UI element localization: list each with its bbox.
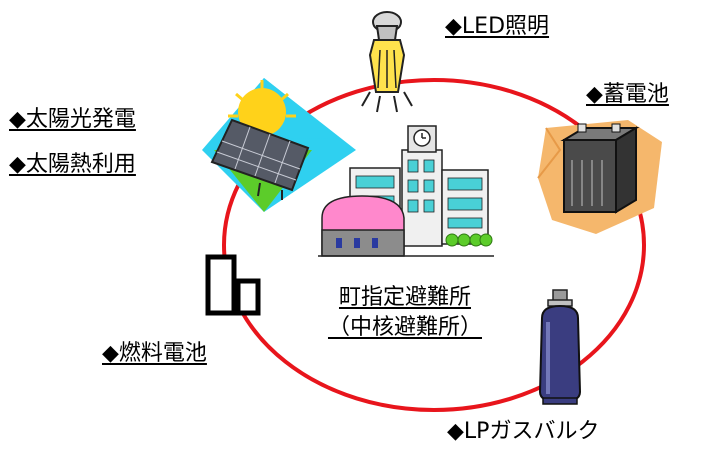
shelter-title-line2: （中核避難所）	[327, 315, 482, 340]
label-fuel-cell: ◆燃料電池	[102, 341, 207, 366]
battery-icon	[537, 120, 662, 234]
label-solar-power: ◆太陽光発電	[9, 107, 136, 132]
fuel-cell-icon	[205, 254, 261, 316]
connection-ring	[222, 78, 646, 412]
label-lp-gas-bulk: ◆LPガスバルク	[447, 419, 600, 444]
shelter-title-line1: 町指定避難所	[338, 285, 471, 310]
gas-cylinder-icon	[538, 289, 582, 405]
label-solar-heat: ◆太陽熱利用	[9, 152, 136, 177]
solar-panel-icon	[202, 78, 356, 212]
label-storage-battery: ◆蓄電池	[586, 82, 669, 107]
label-led-lighting: ◆LED照明	[445, 14, 550, 39]
school-building-icon	[318, 125, 494, 257]
led-bulb-icon	[361, 11, 413, 113]
